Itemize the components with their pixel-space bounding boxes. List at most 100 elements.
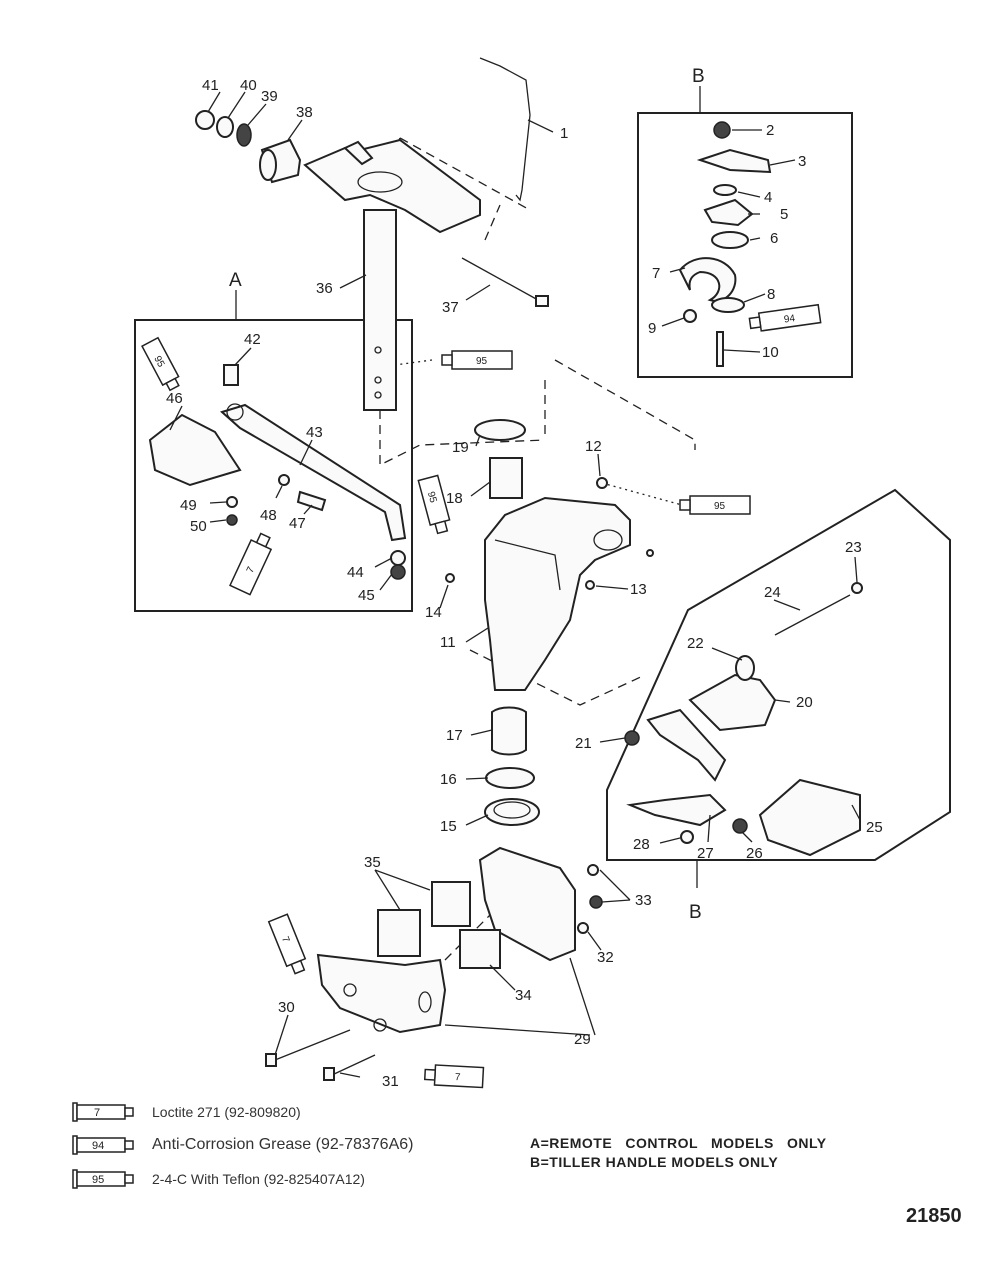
screw-9 (683, 309, 697, 323)
clamp-bracket-29 (478, 846, 576, 962)
bushing-22 (735, 655, 755, 681)
swivel-bracket-11 (484, 496, 631, 691)
plate-5 (703, 198, 754, 227)
callout-31: 31 (382, 1073, 399, 1090)
swivel-tube-36 (363, 209, 397, 411)
group-a-box (134, 319, 413, 612)
clip-23 (851, 582, 863, 594)
bolt-37 (461, 257, 539, 301)
group-b-label-bottom: B (689, 902, 702, 923)
callout-7: 7 (652, 265, 660, 282)
seal-19 (474, 419, 526, 441)
lever-20 (688, 673, 777, 732)
callout-24: 24 (764, 584, 781, 601)
washer-39 (236, 123, 252, 147)
pad-35b (377, 909, 421, 957)
group-b-label-top: B (692, 66, 705, 87)
callout-26: 26 (746, 845, 763, 862)
callout-50: 50 (190, 518, 207, 535)
tube-7-b: 7 (267, 913, 307, 975)
callout-2: 2 (766, 122, 774, 139)
bolt-42 (223, 364, 239, 386)
friction-block-25 (758, 778, 861, 857)
callout-46: 46 (166, 390, 183, 407)
callout-36: 36 (316, 280, 333, 297)
tube-code: 7 (279, 935, 291, 945)
legend-row-grease: 94 Anti-Corrosion Grease (92-78376A6) (72, 1133, 413, 1157)
callout-18: 18 (446, 490, 463, 507)
nut-41 (195, 110, 215, 130)
bolt-30 (274, 1029, 351, 1061)
teflon-tube-icon: 95 (72, 1169, 146, 1189)
callout-29: 29 (574, 1031, 591, 1048)
spring-26 (732, 818, 748, 834)
pin-24 (774, 594, 851, 636)
callout-15: 15 (440, 818, 457, 835)
note-remote-control: A=REMOTE CONTROL MODELS ONLY (530, 1135, 827, 1151)
tube-code: 95 (425, 490, 439, 504)
callout-33: 33 (635, 892, 652, 909)
tube-code: 94 (783, 313, 796, 326)
callout-9: 9 (648, 320, 656, 337)
callout-20: 20 (796, 694, 813, 711)
nut-45 (390, 564, 406, 580)
bushing-18 (489, 457, 523, 499)
washer-48 (278, 474, 290, 486)
loctite-tube-icon: 7 (72, 1102, 146, 1122)
clamp-bracket-29b (316, 953, 447, 1034)
callout-21: 21 (575, 735, 592, 752)
callout-1: 1 (560, 125, 568, 142)
washer-6 (711, 231, 749, 249)
tube-code: 7 (455, 1072, 462, 1083)
figure-number: 21850 (906, 1205, 962, 1227)
pad-35a (431, 881, 471, 927)
nut-44 (390, 550, 406, 566)
tube-code: 7 (245, 565, 258, 575)
callout-17: 17 (446, 727, 463, 744)
legend-text-loctite: Loctite 271 (92-809820) (152, 1104, 301, 1120)
callout-38: 38 (296, 104, 313, 121)
screw-12 (596, 477, 608, 489)
callout-8: 8 (767, 286, 775, 303)
callout-10: 10 (762, 344, 779, 361)
group-a-label: A (229, 270, 242, 291)
callout-27: 27 (697, 845, 714, 862)
callout-6: 6 (770, 230, 778, 247)
spring-7 (678, 257, 737, 302)
callout-16: 16 (440, 771, 457, 788)
callout-22: 22 (687, 635, 704, 652)
callout-4: 4 (764, 189, 772, 206)
leader-lines (169, 91, 861, 1078)
callout-37: 37 (442, 299, 459, 316)
legend-code: 94 (92, 1140, 104, 1152)
washer-49 (226, 496, 238, 508)
lever-27 (626, 793, 727, 827)
callout-44: 44 (347, 564, 364, 581)
washer-28 (680, 830, 694, 844)
callout-23: 23 (845, 539, 862, 556)
tube-7-a: 7 (229, 532, 273, 596)
bushing-15 (484, 798, 540, 826)
bolt-31 (331, 1054, 376, 1076)
stud-10 (716, 331, 724, 367)
callout-28: 28 (633, 836, 650, 853)
washer-8 (711, 297, 745, 313)
tube-95-c: 95 (417, 474, 451, 535)
callout-49: 49 (180, 497, 197, 514)
grease-tube-icon: 94 (72, 1135, 146, 1155)
tube-7-c: 7 (423, 1064, 485, 1089)
steering-link-rod (479, 57, 531, 202)
tube-code: 95 (476, 356, 488, 367)
tube-94: 94 (748, 303, 822, 332)
remote-arm-43 (220, 403, 407, 542)
nut-2 (713, 121, 731, 139)
tube-code: 95 (714, 501, 726, 512)
callout-5: 5 (780, 206, 788, 223)
washer-4 (713, 184, 737, 196)
callout-41: 41 (202, 77, 219, 94)
callout-39: 39 (261, 88, 278, 105)
throttle-plate-3 (696, 148, 772, 174)
bolt-47 (296, 490, 327, 512)
bracket-46 (148, 413, 242, 487)
